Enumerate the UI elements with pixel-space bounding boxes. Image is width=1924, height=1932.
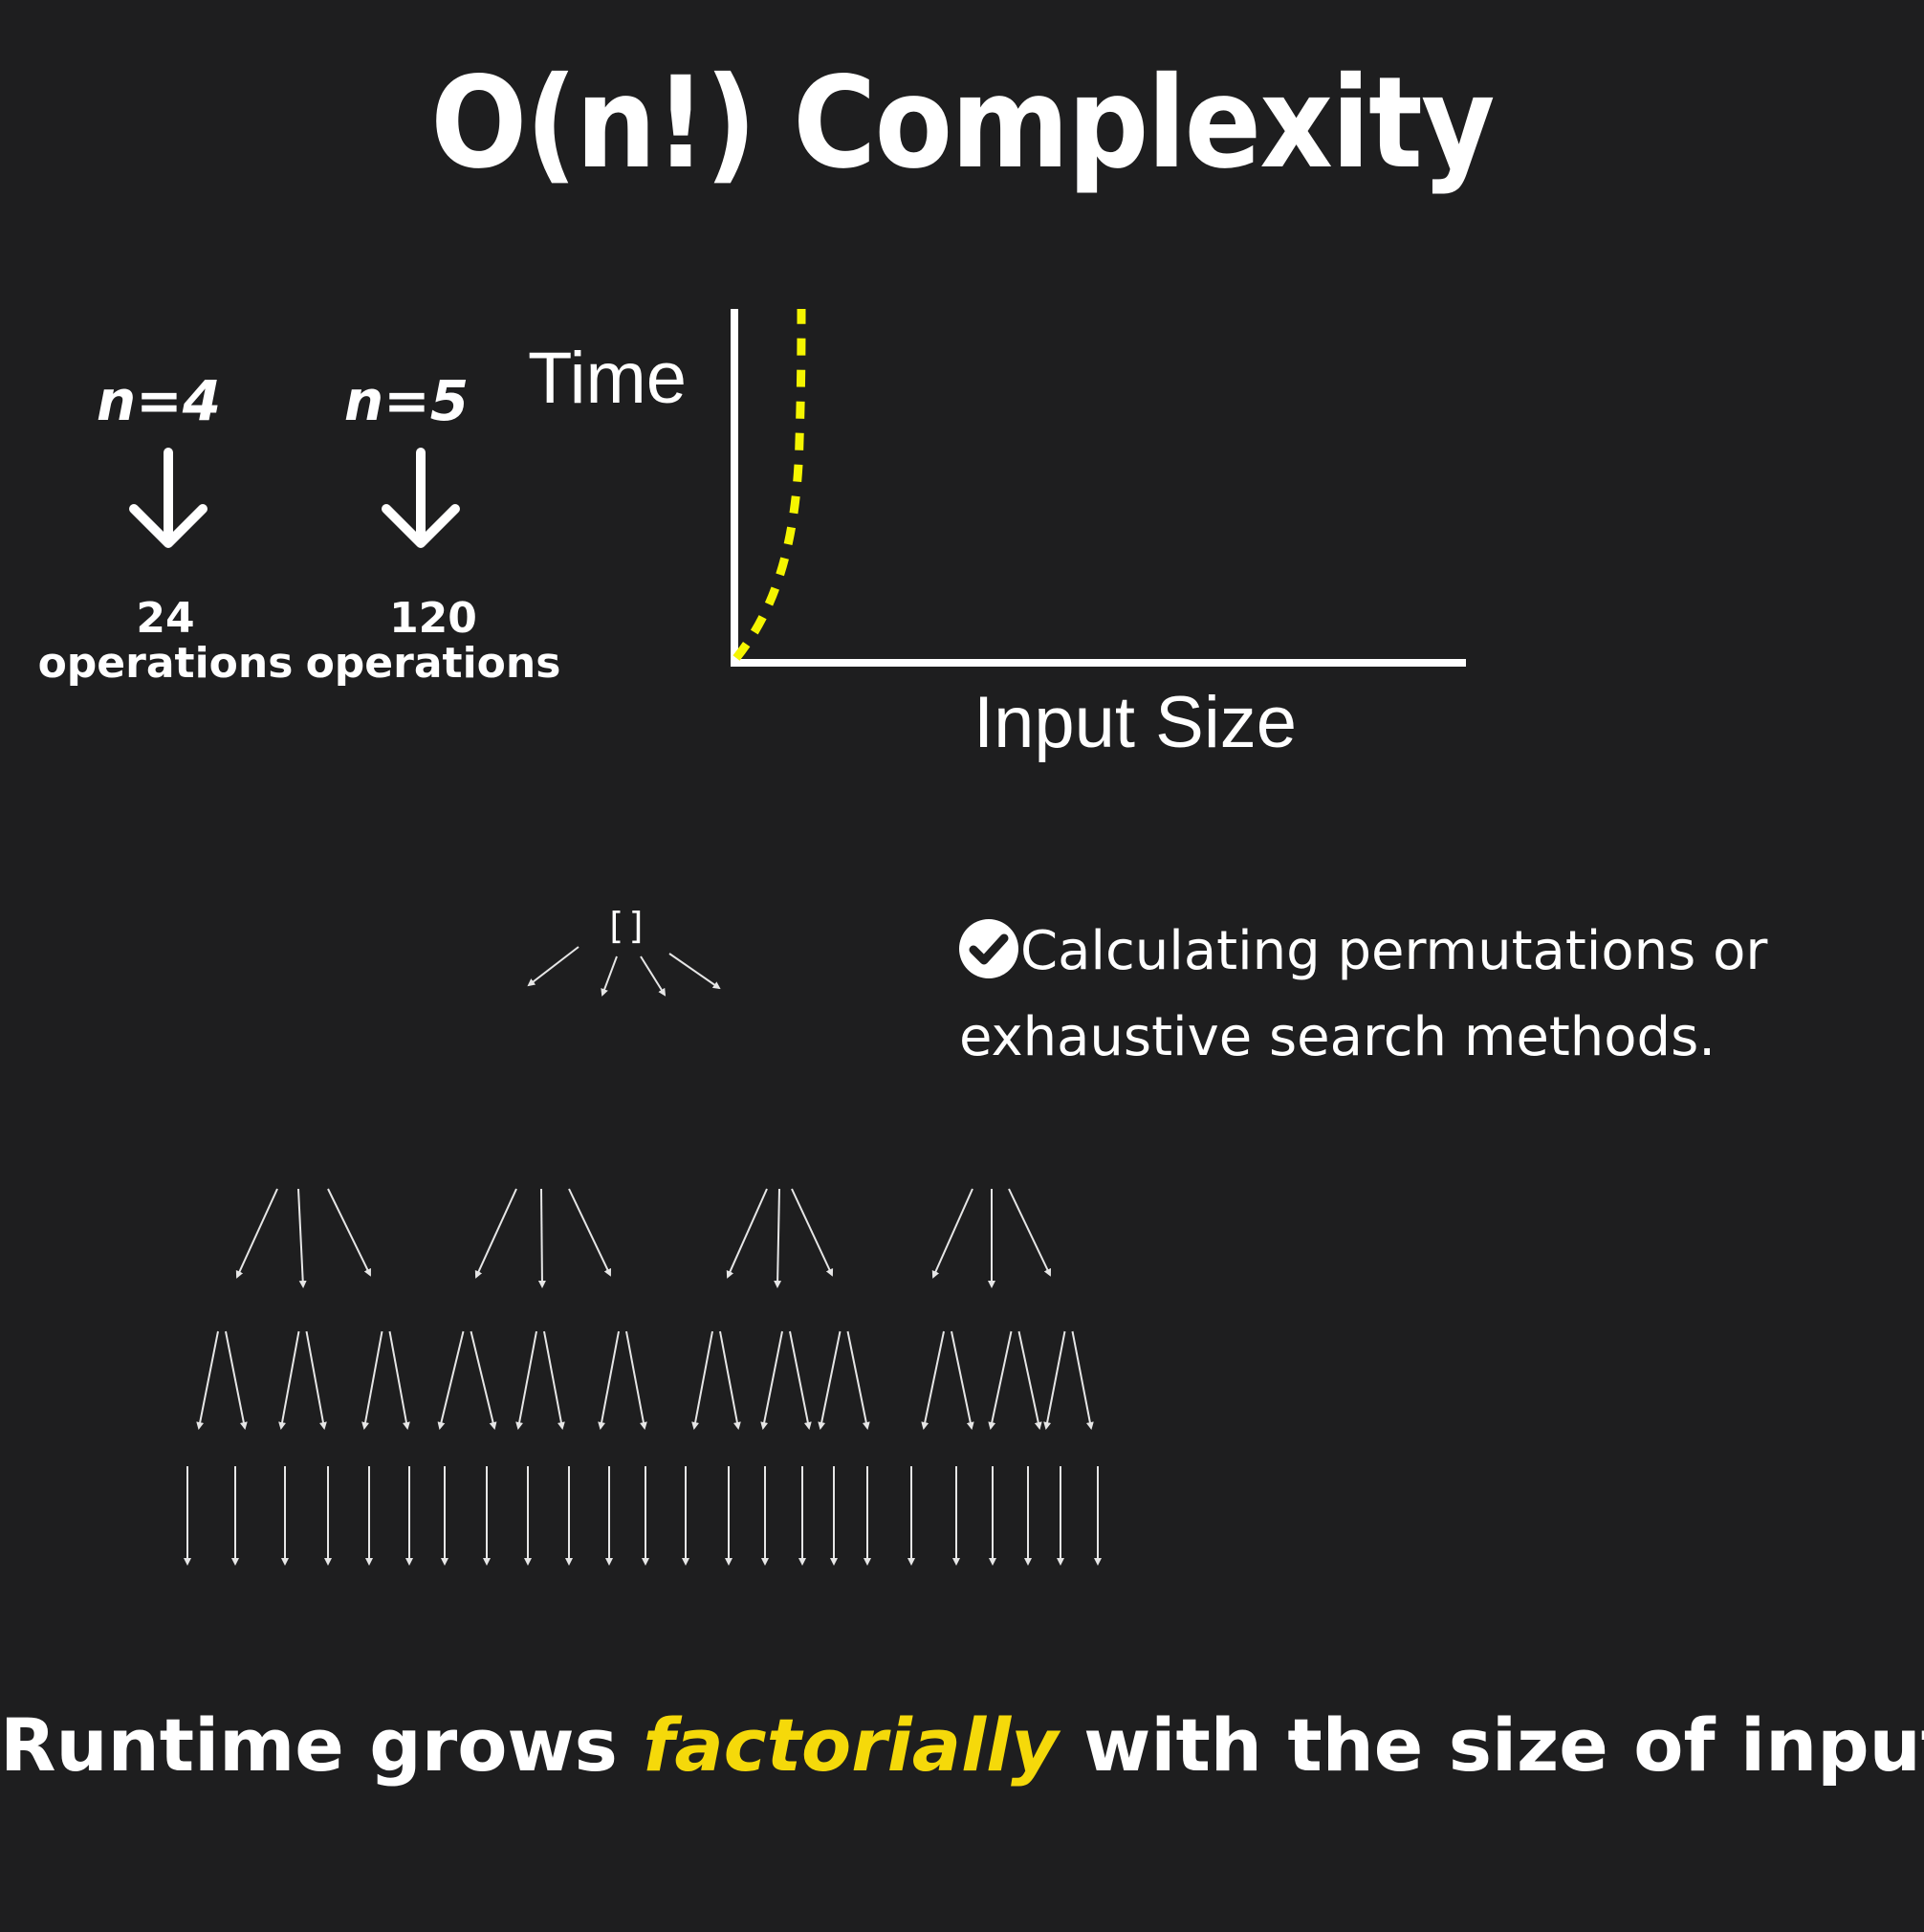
operation-count: 24: [136, 594, 195, 643]
tree-arrow-level-3: [988, 1330, 1013, 1430]
tree-arrow-level-2: [568, 1188, 612, 1277]
tree-arrow-level-3: [719, 1330, 741, 1430]
tree-arrow-level-3: [691, 1330, 713, 1430]
tree-arrow-level-2: [474, 1188, 517, 1279]
tree-arrow-level-3: [1017, 1330, 1042, 1430]
x-axis-label: Input Size: [973, 682, 1297, 763]
tree-arrow-level-3: [760, 1330, 783, 1430]
tree-arrow-level-3: [515, 1330, 537, 1430]
tree-arrow-level-3: [846, 1330, 870, 1430]
tree-arrow-level-3: [437, 1330, 465, 1430]
factorial-curve: [732, 308, 806, 661]
footer-caption: Runtime grows factorially with the size …: [0, 1702, 1924, 1788]
tree-arrow-level-3: [1043, 1330, 1066, 1430]
tree-arrow-level-3: [470, 1330, 497, 1430]
tree-arrow-level-3: [361, 1330, 383, 1430]
down-arrow-icon: [129, 448, 208, 548]
page-title: O(n!) Complexity: [430, 50, 1495, 197]
footer-highlight: factorially: [643, 1702, 1059, 1788]
tree-arrow-level-1: [601, 955, 618, 997]
tree-arrow-level-3: [305, 1330, 327, 1430]
footer-text-after: with the size of input.: [1058, 1702, 1924, 1788]
tree-arrow-level-3: [951, 1330, 974, 1430]
tree-arrow-level-1: [668, 953, 721, 990]
y-axis-label: Time: [528, 338, 688, 419]
operation-unit: operations: [305, 639, 561, 688]
tree-arrow-level-3: [388, 1330, 410, 1430]
check-circle-icon: [959, 919, 1018, 978]
example-n4-operations: 24 operations: [36, 596, 295, 686]
tree-arrow-level-2: [931, 1188, 973, 1279]
down-arrow-icon: [382, 448, 460, 548]
tree-arrow-level-1: [640, 955, 667, 997]
tree-root-label: []: [604, 905, 648, 947]
tree-arrow-level-3: [543, 1330, 565, 1430]
use-case-bullet: Calculating permutations or exhaustive s…: [959, 909, 1877, 1081]
use-case-text: Calculating permutations or exhaustive s…: [959, 920, 1768, 1068]
tree-arrow-level-3: [625, 1330, 647, 1430]
footer-text-before: Runtime grows: [0, 1702, 644, 1788]
tree-arrow-level-3: [196, 1330, 219, 1430]
example-n5-label: n=5: [343, 368, 470, 433]
tree-arrow-level-2: [537, 1188, 546, 1288]
operation-count: 120: [389, 594, 477, 643]
tree-arrow-level-3: [818, 1330, 842, 1430]
example-n5-operations: 120 operations: [304, 596, 562, 686]
tree-arrow-level-2: [297, 1188, 307, 1288]
tree-arrow-level-2: [235, 1188, 278, 1279]
tree-arrow-level-3: [278, 1330, 300, 1430]
tree-arrow-level-2: [791, 1188, 834, 1277]
tree-arrow-level-3: [921, 1330, 945, 1430]
tree-arrow-level-2: [774, 1188, 782, 1288]
tree-arrow-level-3: [1071, 1330, 1094, 1430]
example-n4-label: n=4: [96, 368, 222, 433]
tree-arrow-level-3: [598, 1330, 620, 1430]
tree-arrow-level-2: [726, 1188, 768, 1279]
tree-arrow-level-1: [527, 946, 579, 987]
operation-unit: operations: [37, 639, 294, 688]
tree-arrow-level-3: [225, 1330, 248, 1430]
tree-arrow-level-3: [789, 1330, 812, 1430]
tree-arrow-level-2: [1008, 1188, 1052, 1277]
tree-arrow-level-2: [327, 1188, 371, 1277]
